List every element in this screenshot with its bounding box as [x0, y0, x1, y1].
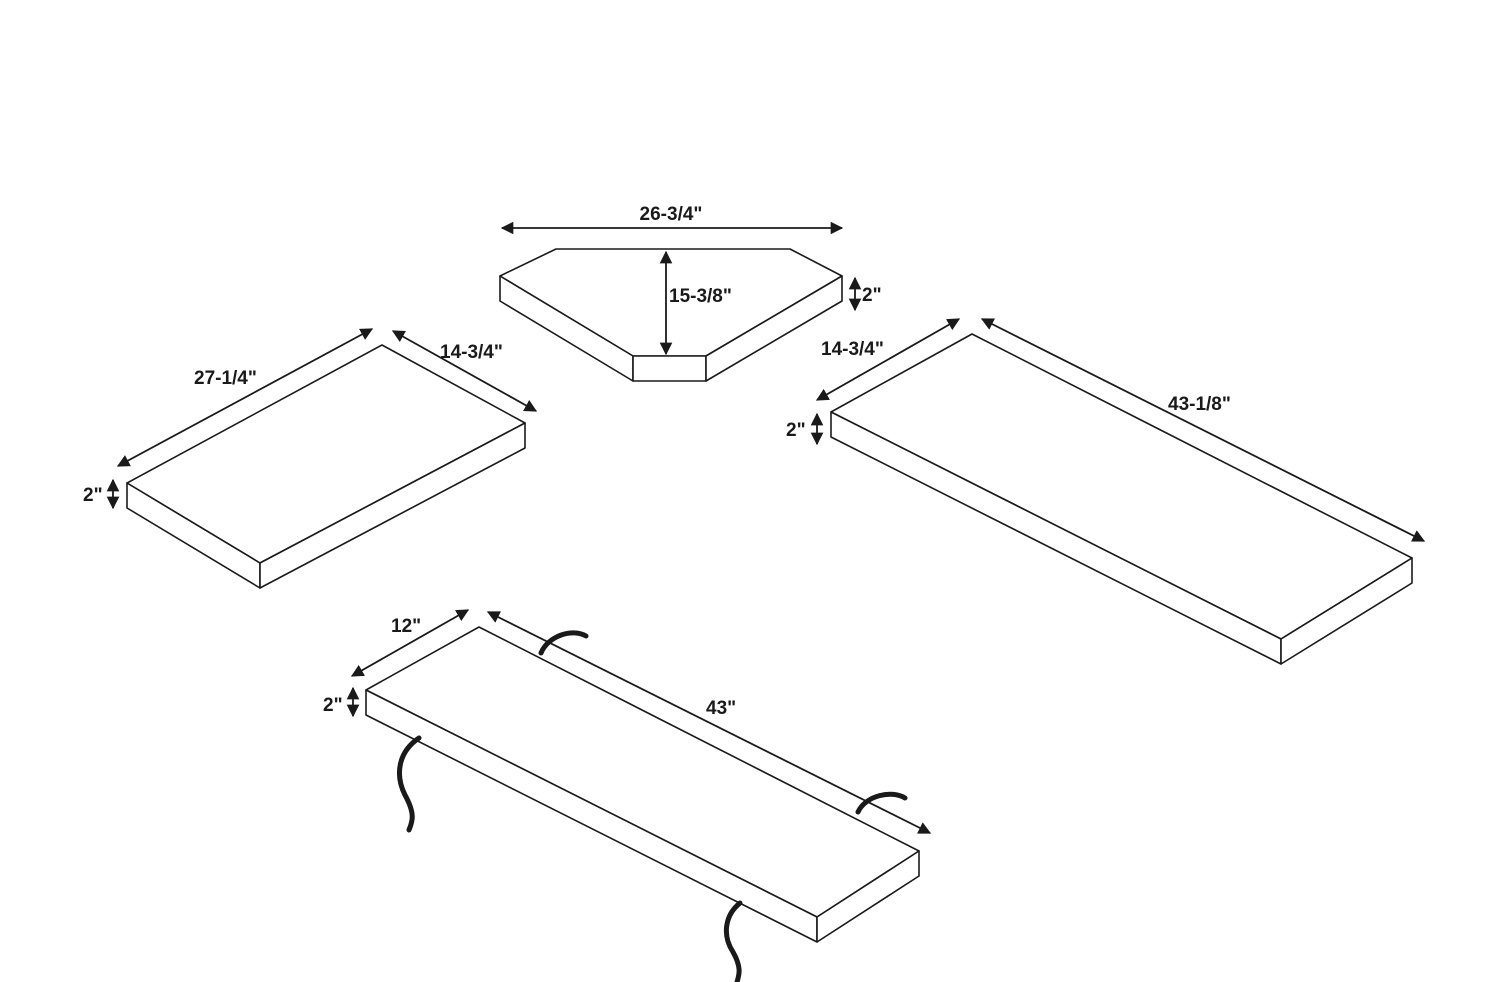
left-length-dimension-arrow — [116, 328, 374, 467]
left-thickness-label: 2" — [83, 485, 103, 506]
right-length-dimension-arrow — [980, 318, 1426, 542]
bottom-thickness-label: 2" — [323, 695, 343, 716]
corner-depth-label: 15-3/8" — [669, 286, 732, 307]
power-cord-hanging-right — [723, 900, 743, 982]
bottom-length-label: 43" — [706, 698, 736, 719]
corner-shelf-front-face — [632, 355, 707, 382]
right-shelf-top-face — [830, 333, 1413, 640]
corner-shelf: 26-3/4" 15-3/8" 2" — [499, 204, 882, 382]
bottom-depth-dimension-arrow — [350, 609, 470, 677]
bottom-shelf-top-face — [365, 626, 920, 918]
corner-thickness-label: 2" — [862, 285, 882, 306]
corner-width-label: 26-3/4" — [640, 204, 703, 225]
left-shelf-right-side — [259, 422, 526, 589]
right-length-label: 43-1/8" — [1168, 394, 1231, 415]
right-shelf: 14-3/4" 43-1/8" 2" — [786, 318, 1426, 665]
bottom-length-dimension-arrow — [486, 611, 932, 834]
right-thickness-label: 2" — [786, 420, 806, 441]
power-cord-hanging-left — [397, 735, 422, 833]
corner-shelf-right-side — [705, 275, 843, 382]
left-depth-dimension-arrow — [391, 330, 538, 412]
bottom-depth-label: 12" — [391, 616, 421, 637]
left-shelf: 27-1/4" 14-3/4" 2" — [83, 328, 538, 589]
bottom-shelf: 12" 43" 2" — [323, 609, 932, 982]
left-length-label: 27-1/4" — [194, 368, 257, 389]
right-depth-dimension-arrow — [815, 318, 961, 401]
right-shelf-right-side — [1280, 557, 1413, 665]
bottom-shelf-right-side — [816, 850, 920, 943]
left-depth-label: 14-3/4" — [440, 342, 503, 363]
right-depth-label: 14-3/4" — [821, 339, 884, 360]
